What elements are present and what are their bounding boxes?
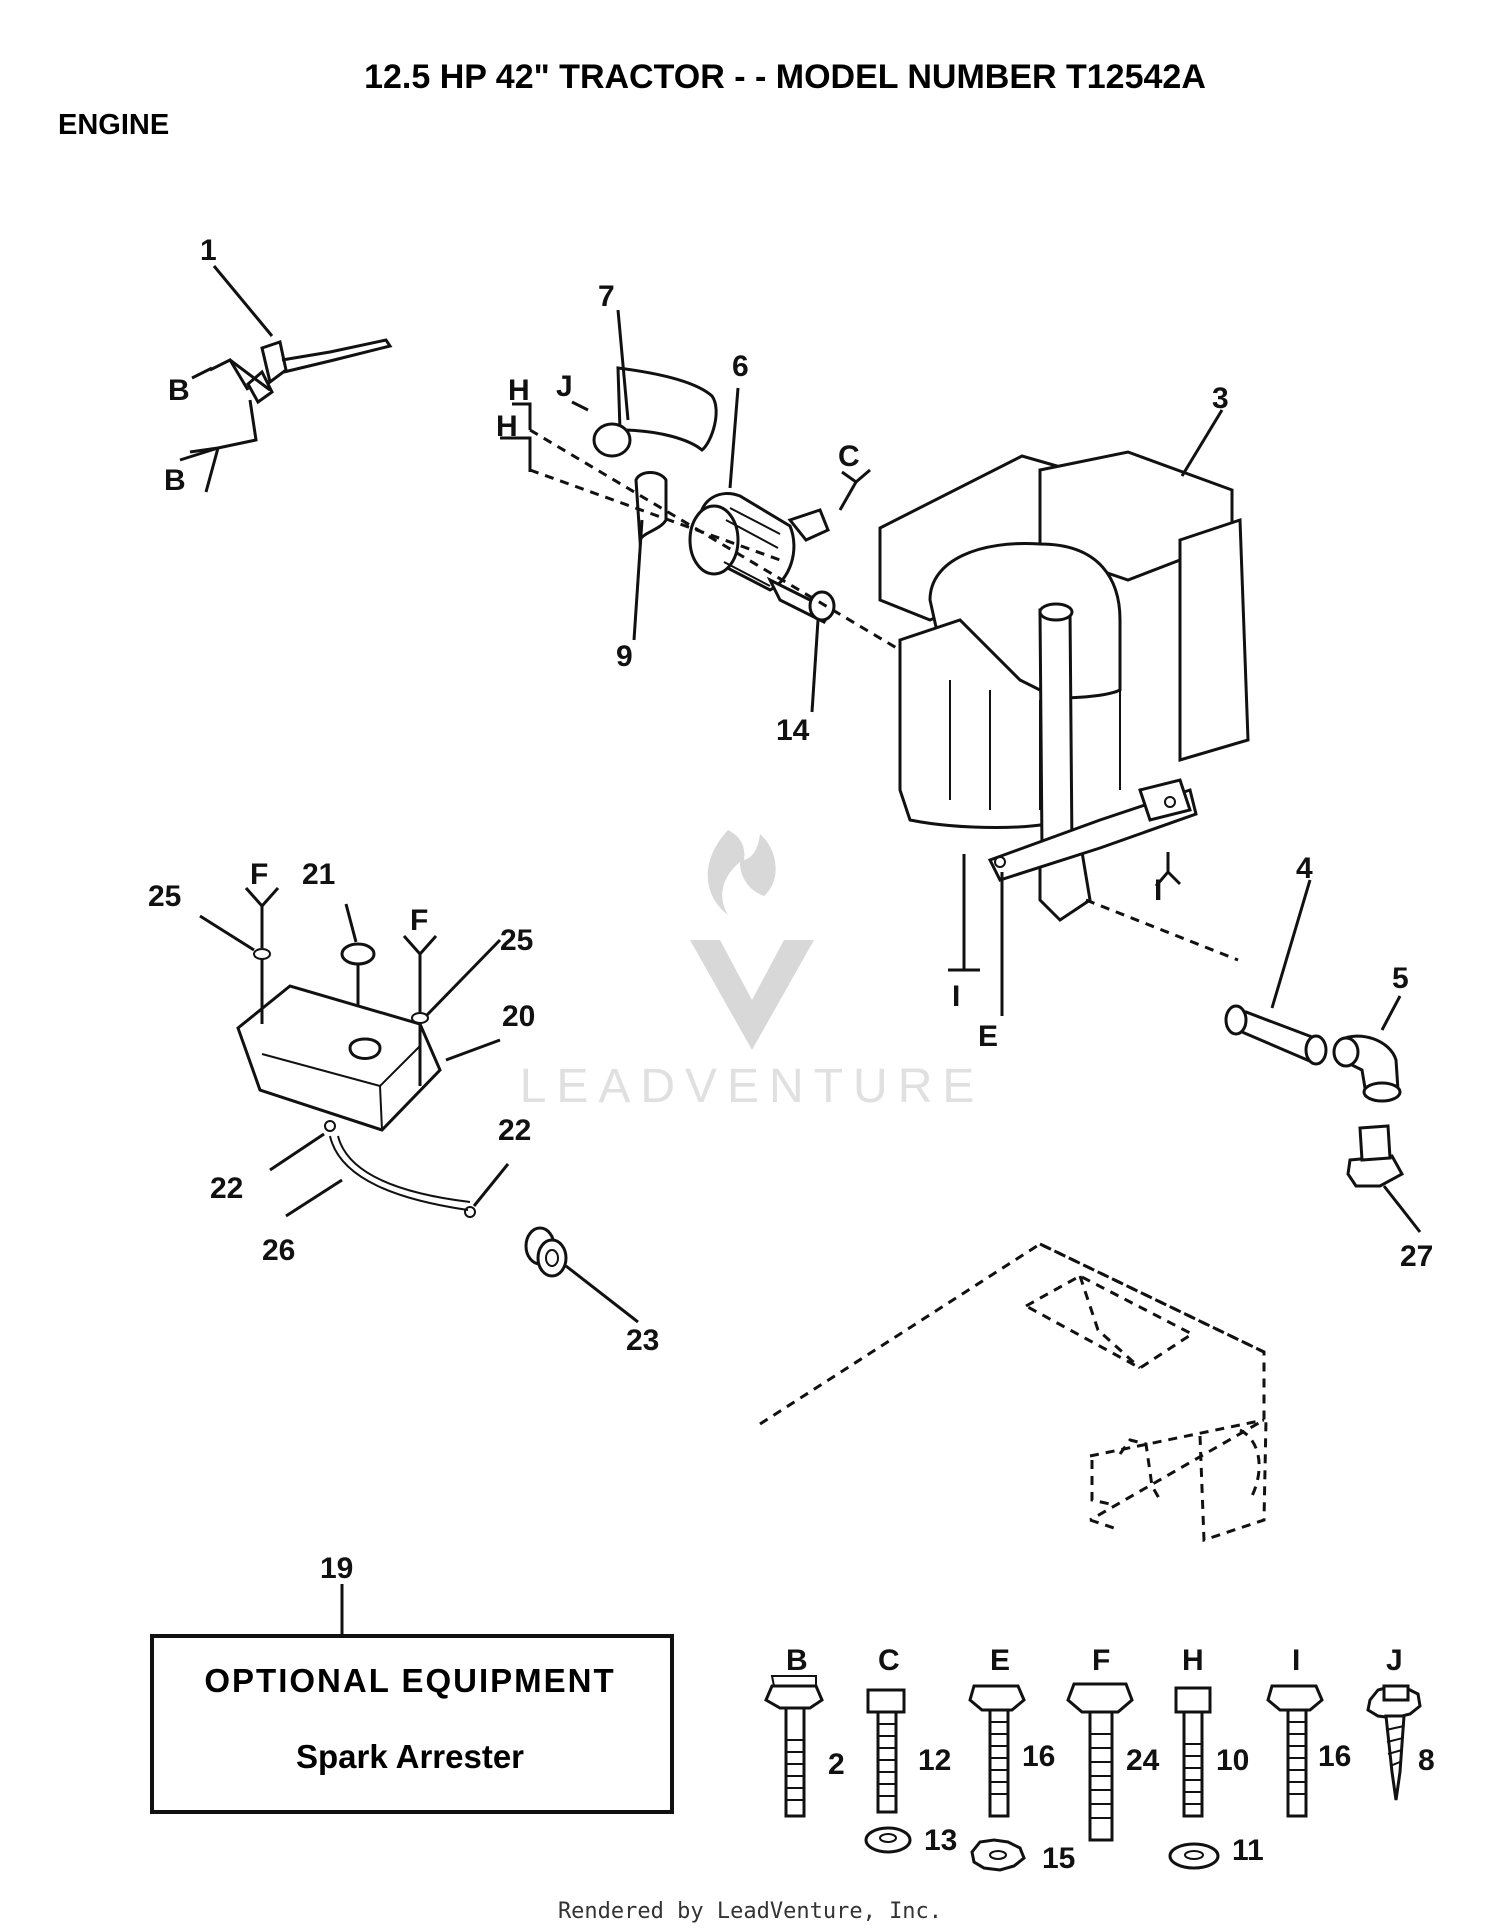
- air-cleaner-icon: [592, 366, 836, 624]
- hw-part-i: 16: [1318, 1740, 1351, 1773]
- callout-27: 27: [1400, 1240, 1433, 1273]
- ref-h-upper: H: [508, 374, 530, 407]
- hw-part-h: 10: [1216, 1744, 1249, 1777]
- callout-26: 26: [262, 1234, 295, 1267]
- hw-part-e: 16: [1022, 1740, 1055, 1773]
- hw-letter-b: B: [786, 1644, 808, 1677]
- hw-part-c: 12: [918, 1744, 951, 1777]
- ref-f-right: F: [410, 904, 428, 937]
- page-title: 12.5 HP 42" TRACTOR - - MODEL NUMBER T12…: [364, 58, 1206, 96]
- callout-22a: 22: [210, 1172, 243, 1205]
- exhaust-pipe-icon: [1224, 1004, 1328, 1066]
- optional-equipment-title: OPTIONAL EQUIPMENT: [204, 1662, 615, 1699]
- hw-letter-h: H: [1182, 1644, 1204, 1677]
- callout-19: 19: [320, 1552, 353, 1585]
- footer-credit: Rendered by LeadVenture, Inc.: [558, 1899, 942, 1924]
- callout-6: 6: [732, 350, 749, 383]
- hw-letter-i: I: [1292, 1644, 1300, 1677]
- hw-part-b: 2: [828, 1748, 845, 1781]
- screw-j-icon: [1366, 1684, 1422, 1801]
- ref-i-right: I: [1154, 874, 1162, 907]
- optional-equipment-item: Spark Arrester: [296, 1738, 524, 1775]
- washer-13-icon: [864, 1826, 912, 1854]
- dipstick-tube-icon: [179, 338, 393, 493]
- callout-23: 23: [626, 1324, 659, 1357]
- hw-part-f: 24: [1126, 1744, 1160, 1777]
- callout-21: 21: [302, 858, 335, 891]
- callout-25a: 25: [148, 880, 181, 913]
- hw-washer-c: 13: [924, 1824, 957, 1857]
- fuel-tank-icon: [236, 942, 442, 1132]
- ref-h-lower: H: [496, 410, 518, 443]
- callout-7: 7: [598, 280, 615, 313]
- optional-equipment-box: [150, 1634, 674, 1814]
- callout-14: 14: [776, 714, 810, 747]
- bolt-c-icon: [866, 1688, 906, 1814]
- hw-washer-h: 11: [1232, 1834, 1264, 1867]
- callout-5: 5: [1392, 962, 1409, 995]
- hw-letter-f: F: [1092, 1644, 1110, 1677]
- hw-letter-j: J: [1386, 1644, 1403, 1677]
- engine-icon: [878, 450, 1250, 922]
- watermark-text: LEADVENTURE: [520, 1060, 985, 1113]
- ref-e: E: [978, 1020, 998, 1053]
- callout-4: 4: [1296, 852, 1313, 885]
- ref-b-upper: B: [168, 374, 190, 407]
- ref-f-left: F: [250, 858, 268, 891]
- callout-1: 1: [200, 234, 217, 267]
- bolt-f-icon: [1066, 1682, 1134, 1842]
- ref-b-lower: B: [164, 464, 186, 497]
- bolt-h-icon: [1174, 1686, 1212, 1818]
- bolt-b-icon: [764, 1675, 824, 1818]
- hw-letter-c: C: [878, 1644, 900, 1677]
- callout-25b: 25: [500, 924, 533, 957]
- tractor-frame-icon: [759, 1242, 1268, 1543]
- ref-j: J: [556, 370, 573, 403]
- bolt-e-icon: [968, 1684, 1026, 1818]
- hw-washer-e: 15: [1042, 1842, 1075, 1875]
- ref-i-bottom: I: [952, 980, 960, 1013]
- callout-20: 20: [502, 1000, 535, 1033]
- hw-letter-e: E: [990, 1644, 1010, 1677]
- spark-arrester-plug-icon: [1346, 1124, 1405, 1188]
- grommet-icon: [524, 1226, 568, 1278]
- washer-11-icon: [1168, 1842, 1220, 1870]
- callout-3: 3: [1212, 382, 1229, 415]
- bolt-i-icon: [1266, 1684, 1324, 1818]
- callout-22b: 22: [498, 1114, 531, 1147]
- callout-9: 9: [616, 640, 633, 673]
- section-title: ENGINE: [58, 109, 169, 141]
- star-washer-15-icon: [970, 1838, 1026, 1872]
- hw-part-j: 8: [1418, 1744, 1435, 1777]
- ref-c: C: [838, 440, 860, 473]
- elbow-icon: [1332, 1034, 1402, 1103]
- watermark-logo-icon: [690, 830, 814, 1050]
